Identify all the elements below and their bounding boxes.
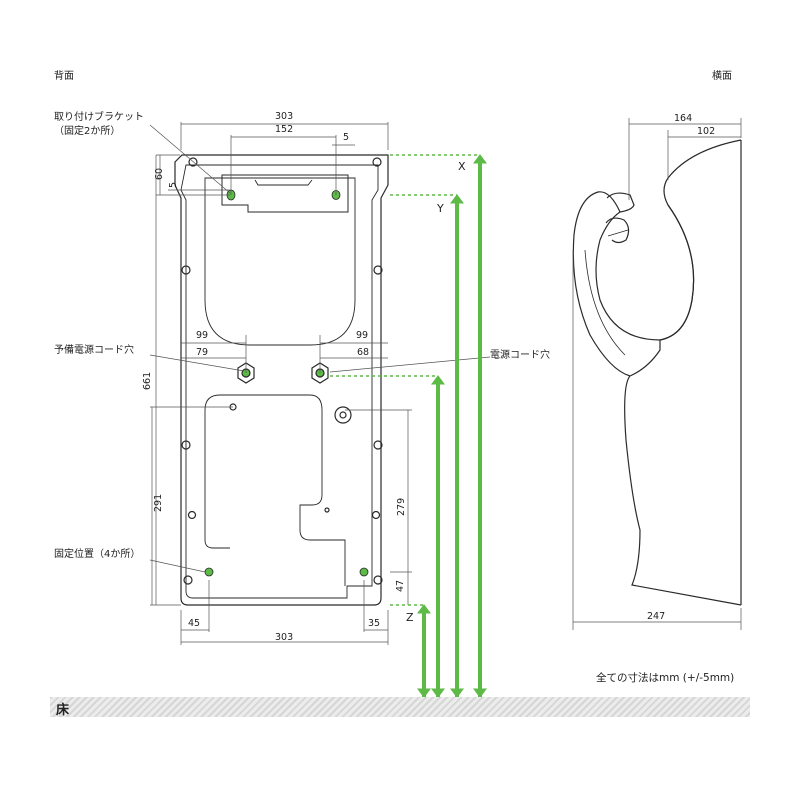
fixing-position-label: 固定位置（4か所） — [54, 547, 140, 560]
spare-cord-hole-label: 予備電源コード穴 — [54, 343, 134, 356]
dim-68: 68 — [357, 347, 369, 358]
dim-5-side: 5 — [168, 182, 179, 188]
side-dim-164: 164 — [674, 113, 692, 124]
side-view — [572, 139, 742, 606]
floor-band — [50, 697, 750, 717]
dim-45: 45 — [188, 618, 200, 629]
floor-label: 床 — [56, 703, 70, 718]
side-dimension-lines — [572, 118, 742, 630]
dim-291: 291 — [153, 494, 164, 512]
dim-99-left: 99 — [196, 330, 208, 341]
dim-35: 35 — [368, 618, 380, 629]
power-cord-hole-label: 電源コード穴 — [490, 348, 550, 361]
dim-279: 279 — [396, 498, 407, 516]
fixing-markers — [204, 189, 369, 577]
side-view-title: 横面 — [712, 69, 732, 82]
bracket-label-line1: 取り付けブラケット — [54, 110, 144, 123]
side-dim-247: 247 — [647, 611, 665, 622]
dim-60: 60 — [154, 168, 165, 180]
dim-width-bottom: 303 — [275, 632, 293, 643]
back-view-title: 背面 — [54, 69, 74, 82]
dim-47: 47 — [395, 580, 406, 592]
dim-5-top: 5 — [343, 132, 349, 143]
axis-x-label: X — [458, 160, 466, 173]
back-view — [174, 154, 389, 606]
side-dim-102: 102 — [697, 126, 715, 137]
units-note: 全ての寸法はmm (+/-5mm) — [596, 672, 735, 684]
dim-width-top: 303 — [275, 111, 293, 122]
dim-79: 79 — [196, 347, 208, 358]
back-dimension-lines — [149, 122, 491, 645]
bracket-label-line2: （固定2か所） — [54, 124, 120, 137]
dim-661: 661 — [142, 372, 153, 390]
height-reference-lines — [330, 154, 480, 606]
axis-z-label: Z — [406, 611, 414, 624]
height-arrows — [417, 154, 487, 698]
dim-bracket-width: 152 — [275, 124, 293, 135]
dim-99-right: 99 — [356, 330, 368, 341]
axis-y-label: Y — [436, 202, 444, 215]
